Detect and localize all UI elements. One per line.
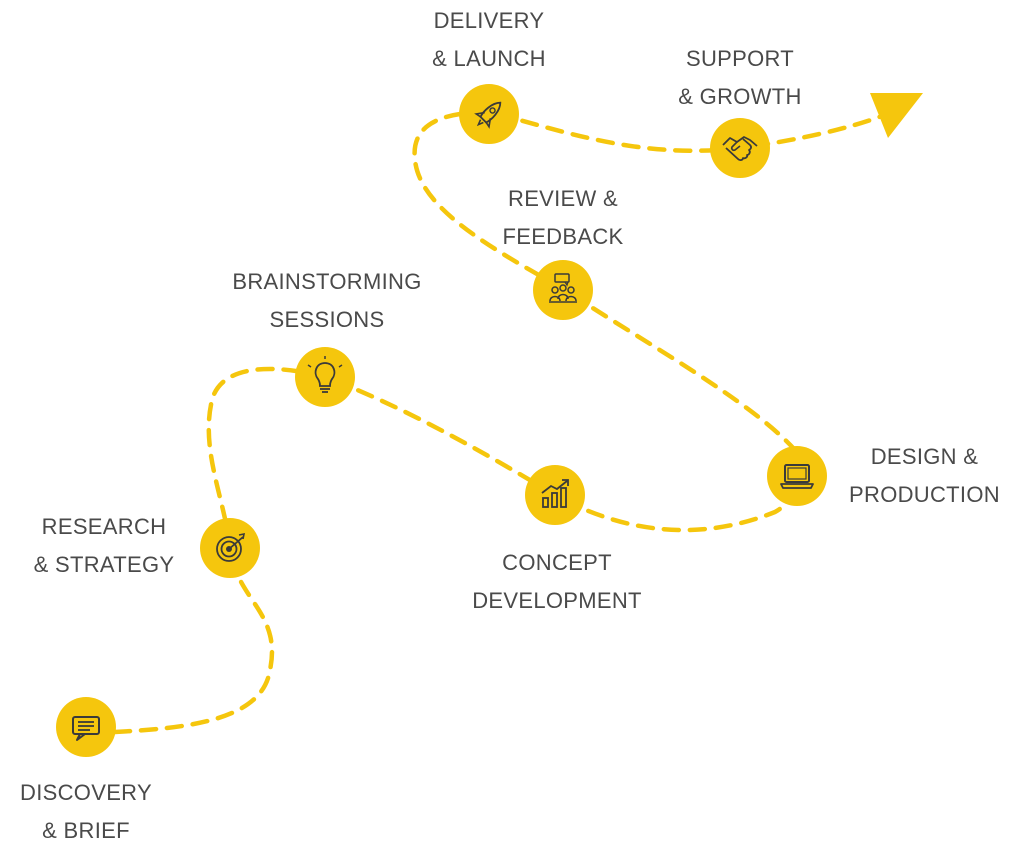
label-line-1: DELIVERY xyxy=(433,8,545,33)
step-circle xyxy=(56,697,116,757)
step-circle xyxy=(533,260,593,320)
label-line-1: SUPPORT xyxy=(685,46,795,71)
growth-chart-icon xyxy=(541,479,569,508)
step-node xyxy=(767,446,827,506)
step-node xyxy=(200,518,260,578)
chat-bubble-icon xyxy=(72,716,100,741)
label-line-1: CONCEPT xyxy=(502,550,612,575)
label-line-1: RESEARCH xyxy=(41,514,167,539)
label-line-2: & GROWTH xyxy=(678,84,802,109)
label-line-2: FEEDBACK xyxy=(502,224,624,249)
label-brainstorming: BRAINSTORMING SESSIONS xyxy=(207,263,447,339)
step-node xyxy=(56,697,116,757)
target-icon xyxy=(216,532,246,562)
step-node xyxy=(533,260,593,320)
step-node xyxy=(295,347,355,407)
step-node xyxy=(459,84,519,144)
label-line-1: BRAINSTORMING xyxy=(232,269,422,294)
label-line-2: DEVELOPMENT xyxy=(472,588,642,613)
step-circle xyxy=(767,446,827,506)
step-circle xyxy=(459,84,519,144)
label-line-2: & STRATEGY xyxy=(33,552,175,577)
label-line-2: & BRIEF xyxy=(42,818,130,843)
label-delivery: DELIVERY & LAUNCH xyxy=(404,2,574,78)
step-circle xyxy=(295,347,355,407)
label-line-2: & LAUNCH xyxy=(432,46,546,71)
label-design: DESIGN & PRODUCTION xyxy=(832,438,1017,514)
step-node xyxy=(525,465,585,525)
laptop-icon xyxy=(780,464,814,489)
step-circle xyxy=(525,465,585,525)
team-meeting-icon xyxy=(549,273,577,303)
rocket-icon xyxy=(474,101,502,129)
label-line-1: REVIEW & xyxy=(508,186,618,211)
label-research: RESEARCH & STRATEGY xyxy=(14,508,194,584)
label-line-1: DESIGN & xyxy=(870,444,979,469)
label-concept: CONCEPT DEVELOPMENT xyxy=(447,544,667,620)
label-line-2: SESSIONS xyxy=(269,307,385,332)
step-node xyxy=(710,118,770,178)
step-circle xyxy=(710,118,770,178)
label-review: REVIEW & FEEDBACK xyxy=(478,180,648,256)
label-line-1: DISCOVERY xyxy=(20,780,152,805)
label-discovery: DISCOVERY & BRIEF xyxy=(0,774,172,850)
handshake-icon xyxy=(722,136,758,161)
arrow-head-icon xyxy=(870,93,923,138)
label-line-2: PRODUCTION xyxy=(849,482,1000,507)
label-support: SUPPORT & GROWTH xyxy=(655,40,825,116)
lightbulb-icon xyxy=(307,356,343,393)
